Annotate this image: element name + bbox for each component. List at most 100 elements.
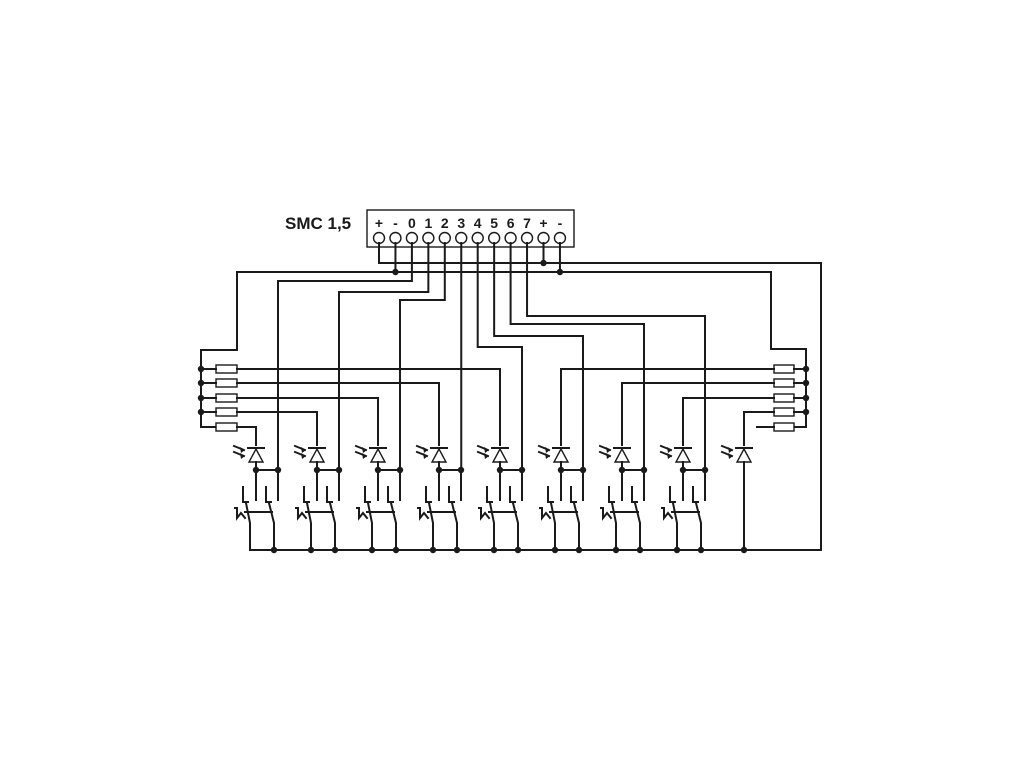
resistor (215, 378, 238, 388)
terminal-screw (537, 231, 550, 245)
contact-hook (425, 486, 432, 503)
terminal-screw (504, 231, 517, 245)
positive-bus (249, 242, 822, 551)
junction-dot (392, 546, 400, 554)
contact-hook (448, 486, 455, 503)
terminal-label: 7 (523, 215, 531, 231)
led-icon (430, 447, 448, 463)
contact-hook (570, 486, 577, 503)
switch-blade (389, 501, 397, 551)
resistor (215, 422, 238, 432)
actuator-symbol-icon (478, 507, 491, 521)
resistor (773, 393, 795, 403)
contact-hook (631, 486, 638, 503)
switch-blade (572, 501, 580, 551)
terminal-label: 0 (408, 215, 416, 231)
led-feed (743, 411, 775, 446)
junction-dot (636, 546, 644, 554)
terminal-label: 2 (441, 215, 449, 231)
terminal-label: 5 (490, 215, 498, 231)
arrow-head-icon (545, 453, 550, 459)
led-icon (552, 447, 570, 463)
led-icon (369, 447, 387, 463)
switch-blade (267, 501, 275, 551)
contact-hook (242, 486, 249, 503)
switch-blade (427, 501, 434, 551)
junction-dot (453, 546, 461, 554)
resistor (773, 378, 795, 388)
junction-dot (490, 546, 498, 554)
contact-hook (303, 486, 310, 503)
switch-blade (549, 501, 556, 551)
terminal-screw (487, 231, 501, 245)
channel-4-wire (476, 242, 523, 471)
terminal-label: 1 (424, 215, 432, 231)
junction-dot (368, 546, 376, 554)
led-feed (621, 382, 775, 446)
arrow-head-icon (606, 447, 611, 453)
arrow-head-icon (301, 453, 306, 459)
arrow-head-icon (301, 447, 306, 453)
switch-blade (694, 501, 702, 551)
switch-blade (488, 501, 495, 551)
led-icon (735, 447, 753, 463)
led-icon (247, 447, 265, 463)
resistor (215, 407, 238, 417)
switch-blade (366, 501, 373, 551)
led-feed (236, 368, 501, 446)
actuator-symbol-icon (356, 507, 369, 521)
terminal-screw (372, 231, 386, 245)
contact-hook (669, 486, 676, 503)
arrow-head-icon (667, 447, 672, 453)
contact-hook (547, 486, 554, 503)
resistor (215, 393, 238, 403)
contact-hook (692, 486, 699, 503)
resistor (773, 422, 795, 432)
contact-hook (265, 486, 272, 503)
terminal-screw (438, 231, 451, 245)
terminal-screw (455, 231, 468, 245)
channel-1-wire (338, 242, 430, 471)
contact-hook (326, 486, 333, 503)
arrow-head-icon (484, 447, 489, 453)
switch-blade (511, 501, 519, 551)
junction-dot (270, 546, 278, 554)
led-feed (236, 397, 379, 446)
led-icon (491, 447, 509, 463)
terminal-label: 6 (507, 215, 515, 231)
terminal-label: - (393, 215, 398, 231)
junction-dot (697, 546, 705, 554)
switch-blade (305, 501, 312, 551)
arrow-head-icon (423, 447, 428, 453)
terminal-label: 4 (474, 215, 482, 231)
terminal-screw (520, 231, 534, 245)
actuator-symbol-icon (234, 507, 247, 521)
terminal-label: 3 (457, 215, 465, 231)
arrow-head-icon (484, 453, 489, 459)
arrow-head-icon (728, 453, 733, 459)
switch-blade (671, 501, 678, 551)
arrow-head-icon (728, 447, 733, 453)
junction-dot (551, 546, 559, 554)
terminal-label: - (558, 215, 563, 231)
switch-blade (610, 501, 617, 551)
contact-hook (364, 486, 371, 503)
switch-blade (450, 501, 458, 551)
led-icon (613, 447, 631, 463)
component-title: SMC 1,5 (285, 214, 351, 233)
junction-dot (612, 546, 620, 554)
left-common (200, 271, 238, 428)
led-feed (560, 368, 775, 446)
actuator-symbol-icon (417, 507, 430, 521)
resistor (773, 407, 795, 417)
led-feed (682, 397, 775, 446)
terminal-screw (389, 231, 402, 245)
junction-dot (331, 546, 339, 554)
junction-dot (307, 546, 315, 554)
junction-dot (514, 546, 522, 554)
led-feed (236, 411, 318, 446)
led-feed (236, 382, 440, 446)
junction-dot (429, 546, 437, 554)
actuator-symbol-icon (600, 507, 613, 521)
